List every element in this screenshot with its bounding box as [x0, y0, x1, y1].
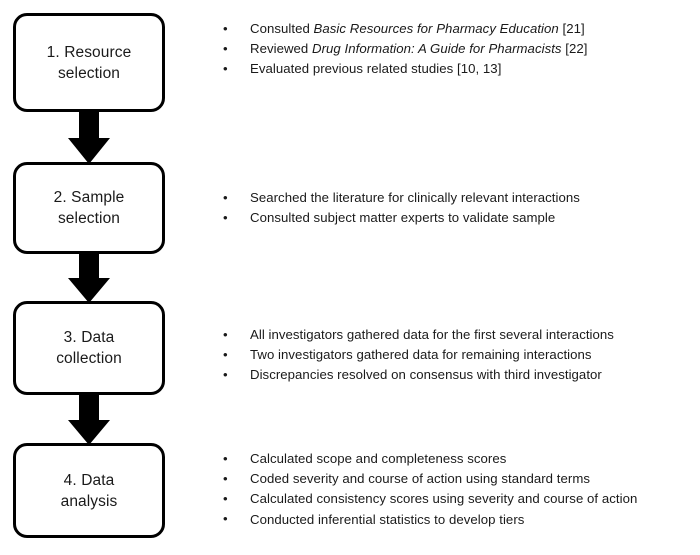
- bullet-item: Calculated scope and completeness scores: [218, 448, 696, 469]
- flow-stage-label: 1. Resource selection: [46, 43, 132, 82]
- flow-stage-resource-selection: 1. Resource selection: [13, 13, 165, 112]
- bullet-group-resource-selection: Consulted Basic Resources for Pharmacy E…: [218, 18, 696, 80]
- bullet-item: Discrepancies resolved on consensus with…: [218, 365, 696, 385]
- bullet-item: Conducted inferential statistics to deve…: [218, 509, 696, 530]
- down-arrow-icon: [68, 252, 110, 303]
- bullet-item: Reviewed Drug Information: A Guide for P…: [218, 39, 696, 59]
- bullet-item: Searched the literature for clinically r…: [218, 187, 696, 208]
- bullet-group-sample-selection: Searched the literature for clinically r…: [218, 187, 696, 228]
- bullet-item: All investigators gathered data for the …: [218, 324, 696, 345]
- down-arrow-icon: [68, 393, 110, 445]
- bullet-group-data-collection: All investigators gathered data for the …: [218, 324, 696, 386]
- bullet-group-data-analysis: Calculated scope and completeness scores…: [218, 448, 696, 530]
- arrow-3-to-4-connector: [68, 393, 110, 445]
- bullet-item: Coded severity and course of action usin…: [218, 469, 696, 489]
- bullet-item: Consulted Basic Resources for Pharmacy E…: [218, 18, 696, 39]
- flow-stage-label: 4. Data analysis: [60, 471, 118, 510]
- flow-stage-data-collection: 3. Data collection: [13, 301, 165, 395]
- flow-stage-label: 2. Sample selection: [53, 189, 125, 227]
- bullet-item: Evaluated previous related studies [10, …: [218, 59, 696, 79]
- bullet-item: Calculated consistency scores using seve…: [218, 489, 696, 509]
- bullet-item: Consulted subject matter experts to vali…: [218, 208, 696, 228]
- arrow-1-to-2-connector: [68, 110, 110, 164]
- flow-stage-sample-selection: 2. Sample selection: [13, 162, 165, 254]
- down-arrow-icon: [68, 110, 110, 164]
- flow-stage-label: 3. Data collection: [56, 329, 122, 367]
- arrow-2-to-3-connector: [68, 252, 110, 303]
- bullet-item: Two investigators gathered data for rema…: [218, 345, 696, 365]
- flow-stage-data-analysis: 4. Data analysis: [13, 443, 165, 538]
